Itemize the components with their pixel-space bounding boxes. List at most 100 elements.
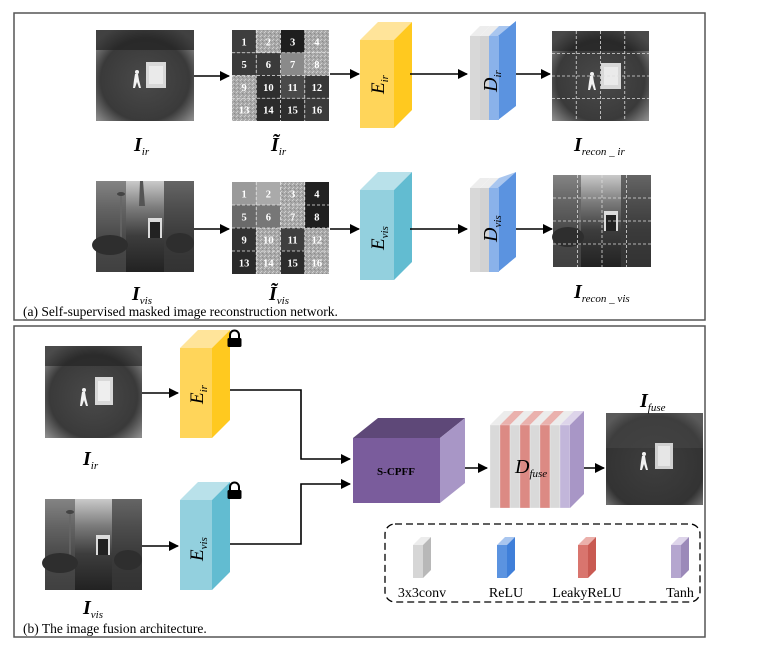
image-patch: 14 — [256, 98, 281, 121]
panel-a-caption: (a) Self-supervised masked image reconst… — [23, 304, 338, 319]
image-patch: 7 — [280, 52, 305, 76]
decoder-side-face — [570, 411, 584, 508]
encoder-ir-label: Eir — [368, 74, 391, 95]
image-patch: 3 — [280, 30, 305, 53]
patch-number: 12 — [312, 83, 323, 94]
fusion-encoder-ir-label: Eir — [187, 384, 210, 405]
image-patch: 11 — [280, 75, 305, 99]
patch-number: 5 — [242, 213, 247, 224]
patch-number: 16 — [312, 106, 323, 117]
image-patch: 11 — [280, 228, 305, 251]
legend-swatch — [578, 537, 596, 578]
patch-number: 4 — [314, 37, 320, 48]
fused-output-image — [606, 413, 703, 505]
fusion-ir-input-label: Iir — [82, 448, 99, 472]
lock-icon — [227, 481, 242, 499]
fusion-decoder-block — [489, 411, 584, 509]
patch-number: 1 — [242, 190, 247, 201]
legend-swatch — [413, 537, 431, 578]
panel-b-frame — [13, 325, 706, 638]
legend-label: LeakyReLU — [552, 586, 621, 601]
vis-input-label: Ivis — [131, 283, 152, 307]
vis-reconstructed-image — [552, 175, 651, 267]
ir-input-image — [96, 30, 194, 121]
patch-number: 11 — [288, 83, 298, 94]
patch-number: 13 — [239, 106, 250, 117]
image-patch: 14 — [256, 251, 281, 274]
vis-input-image — [92, 181, 194, 272]
image-patch: 8 — [304, 205, 329, 228]
decoder-vis-block — [470, 172, 516, 272]
patch-number: 8 — [314, 60, 319, 71]
patch-number: 2 — [266, 37, 271, 48]
decoder-ir-label: Dir — [480, 69, 504, 93]
image-patch: 16 — [304, 251, 329, 274]
vis-reconstructed-label: Irecon _ vis — [573, 281, 630, 305]
image-patch: 6 — [256, 52, 281, 76]
image-patch: 12 — [304, 228, 329, 251]
image-patch: 15 — [280, 98, 305, 121]
connector-vis-to-fusion — [230, 479, 351, 545]
lock-icon — [227, 329, 242, 347]
image-patch: 5 — [232, 52, 257, 76]
vis-masked-label: Ĩvis — [268, 282, 289, 307]
image-patch: 1 — [232, 182, 257, 205]
patch-number: 8 — [314, 213, 319, 224]
patch-number: 6 — [266, 213, 271, 224]
legend-label: Tanh — [666, 586, 694, 601]
patch-number: 6 — [266, 60, 271, 71]
fusion-decoder-label: Dfuse — [514, 456, 547, 480]
image-patch: 10 — [256, 75, 281, 99]
image-patch: 3 — [280, 182, 305, 205]
image-patch: 4 — [304, 30, 329, 53]
encoder-vis-label: Evis — [368, 226, 391, 251]
patch-number: 7 — [290, 213, 295, 224]
patch-number: 9 — [242, 83, 247, 94]
patch-number: 11 — [288, 236, 298, 247]
patch-number: 15 — [287, 106, 298, 117]
image-patch: 12 — [304, 75, 329, 99]
patch-number: 3 — [290, 190, 295, 201]
patch-number: 14 — [263, 106, 274, 117]
patch-number: 14 — [263, 259, 274, 270]
patch-number: 15 — [287, 259, 298, 270]
fused-output-label: Ifuse — [639, 390, 666, 414]
patch-number: 2 — [266, 190, 271, 201]
legend-item: 3x3conv — [398, 537, 446, 601]
image-patch: 7 — [280, 205, 305, 228]
ir-masked-label: Ĩir — [270, 133, 287, 158]
legend-label: ReLU — [489, 586, 523, 601]
fusion-encoder-vis-block — [180, 482, 230, 590]
fusion-vis-input-label: Ivis — [82, 597, 103, 621]
image-patch: 13 — [232, 251, 257, 274]
image-patch: 8 — [304, 52, 329, 76]
image-patch: 2 — [256, 182, 281, 205]
image-patch: 1 — [232, 30, 257, 53]
patch-number: 7 — [290, 60, 295, 71]
image-patch: 6 — [256, 205, 281, 228]
encoder-ir-block — [360, 22, 412, 128]
legend-swatch — [497, 537, 515, 578]
image-patch: 2 — [256, 30, 281, 53]
patch-number: 4 — [314, 190, 320, 201]
patch-number: 12 — [312, 236, 323, 247]
patch-number: 9 — [242, 236, 247, 247]
image-patch: 9 — [232, 228, 257, 251]
connector-ir-to-fusion — [230, 389, 351, 464]
ir-reconstructed-label: Irecon _ ir — [573, 134, 625, 158]
image-patch: 13 — [232, 98, 257, 121]
fusion-encoder-vis-label: Evis — [187, 537, 210, 562]
ir-reconstructed-image — [552, 31, 649, 121]
fusion-encoder-ir-block — [180, 330, 230, 438]
patch-number: 3 — [290, 37, 295, 48]
patch-number: 10 — [263, 83, 274, 94]
legend-item: ReLU — [489, 537, 523, 601]
patch-number: 16 — [312, 259, 323, 270]
fusion-module-label: S-CPFF — [377, 466, 415, 478]
fusion-module-block — [353, 418, 465, 503]
image-patch: 16 — [304, 98, 329, 121]
